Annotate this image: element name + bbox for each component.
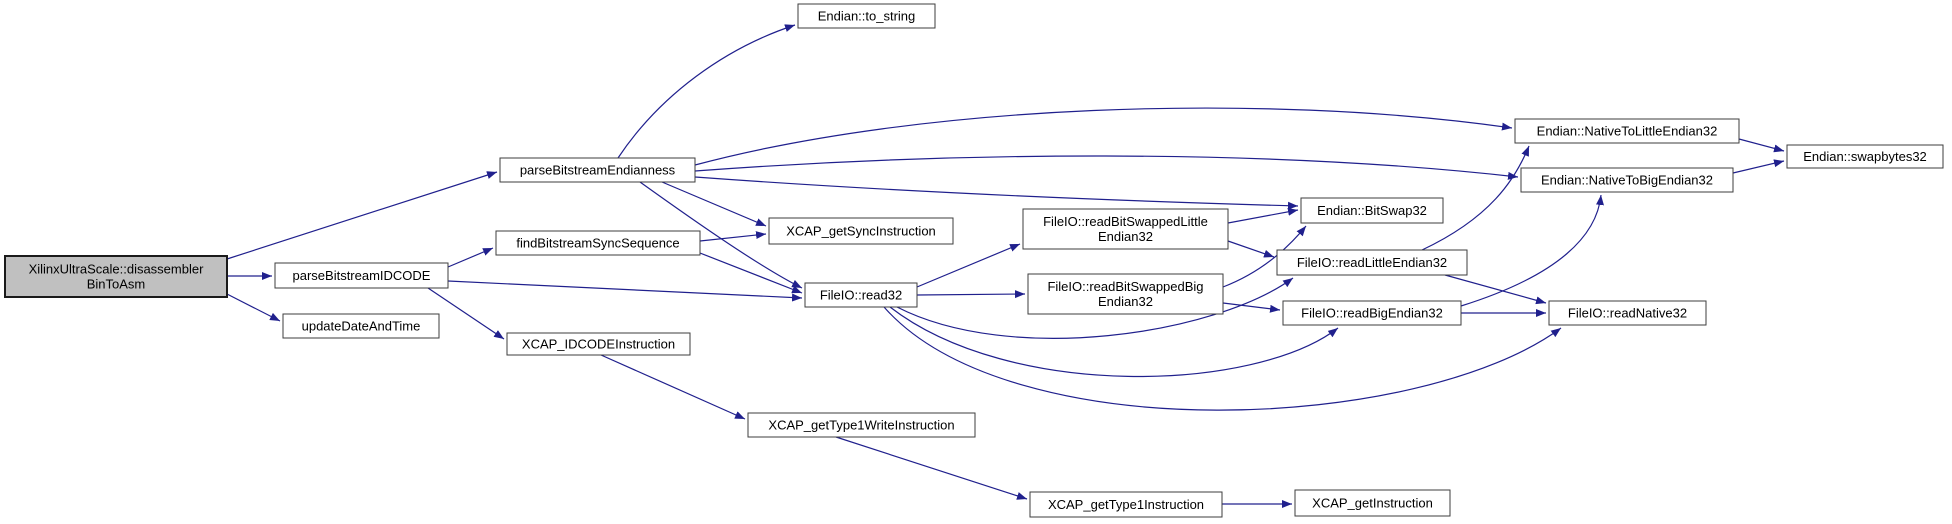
edge-findBitstreamSyncSequence-to-FileIORead32 (699, 252, 803, 294)
edge-NativeToLittleEndian32-to-EndianSwapbytes32 (1738, 138, 1785, 153)
node-parseBitstreamIDCODE[interactable]: parseBitstreamIDCODE (274, 262, 449, 289)
edge-readBitSwappedLittleEndian32-to-EndianBitSwap32 (1227, 207, 1299, 224)
node-box-readBitSwappedBigEndian32[interactable] (1027, 273, 1224, 315)
node-box-XCAPGetType1Instruction[interactable] (1029, 491, 1223, 518)
edge-parseBitstreamEndianness-to-EndianBitSwap32 (694, 176, 1299, 210)
node-parseBitstreamEndianness[interactable]: parseBitstreamEndianness (499, 157, 696, 183)
node-findBitstreamSyncSequence[interactable]: findBitstreamSyncSequence (495, 230, 701, 256)
node-box-readBigEndian32[interactable] (1282, 300, 1462, 326)
edge-FileIORead32-to-readBigEndian32 (889, 306, 1339, 378)
edge-readLittleEndian32-to-NativeToLittleEndian32 (1421, 145, 1530, 251)
node-box-NativeToBigEndian32[interactable] (1520, 167, 1734, 193)
node-EndianToString[interactable]: Endian::to_string (797, 3, 936, 29)
edge-parseBitstreamEndianness-to-EndianToString (617, 24, 796, 159)
edge-parseBitstreamIDCODE-to-findBitstreamSyncSequence (447, 247, 494, 268)
edge-readBitSwappedLittleEndian32-to-readLittleEndian32 (1227, 240, 1275, 258)
node-updateDateAndTime[interactable]: updateDateAndTime (282, 313, 440, 339)
node-box-EndianSwapbytes32[interactable] (1786, 144, 1944, 169)
node-FileIORead32[interactable]: FileIO::read32 (804, 282, 918, 308)
edge-parseBitstreamEndianness-to-NativeToLittleEndian32 (694, 107, 1513, 166)
node-box-FileIORead32[interactable] (804, 282, 918, 308)
node-box-disassemblerBinToAsm[interactable] (4, 255, 228, 298)
edge-readBitSwappedBigEndian32-to-readBigEndian32 (1222, 302, 1281, 313)
node-box-readBitSwappedLittleEndian32[interactable] (1022, 208, 1229, 250)
node-XCAPGetType1Instruction[interactable]: XCAP_getType1Instruction (1029, 491, 1223, 518)
edge-XCAPGetType1WriteInstruction-to-XCAPGetType1Instruction (835, 436, 1028, 500)
edge-FileIORead32-to-readBitSwappedLittleEndian32 (916, 243, 1021, 288)
node-box-parseBitstreamIDCODE[interactable] (274, 262, 449, 289)
node-box-parseBitstreamEndianness[interactable] (499, 157, 696, 183)
node-readLittleEndian32[interactable]: FileIO::readLittleEndian32 (1276, 249, 1468, 276)
node-box-updateDateAndTime[interactable] (282, 313, 440, 339)
node-box-findBitstreamSyncSequence[interactable] (495, 230, 701, 256)
node-box-XCAPGetInstruction[interactable] (1294, 489, 1451, 517)
edge-findBitstreamSyncSequence-to-XCAPGetSyncInstruction (699, 231, 767, 242)
edge-parseBitstreamEndianness-to-NativeToBigEndian32 (694, 155, 1519, 180)
edge-FileIORead32-to-readLittleEndian32 (896, 277, 1294, 339)
node-box-XCAPIDCODEInstruction[interactable] (506, 332, 691, 356)
node-XCAPGetType1WriteInstruction[interactable]: XCAP_getType1WriteInstruction (747, 412, 976, 438)
edge-parseBitstreamEndianness-to-FileIORead32 (639, 181, 803, 289)
edge-readLittleEndian32-to-readNative32 (1444, 274, 1547, 305)
node-box-XCAPGetSyncInstruction[interactable] (768, 217, 954, 245)
edge-FileIORead32-to-readNative32 (883, 306, 1562, 411)
node-NativeToLittleEndian32[interactable]: Endian::NativeToLittleEndian32 (1514, 118, 1740, 144)
node-box-XCAPGetType1WriteInstruction[interactable] (747, 412, 976, 438)
edge-FileIORead32-to-readBitSwappedBigEndian32 (916, 290, 1026, 299)
edge-NativeToBigEndian32-to-EndianSwapbytes32 (1732, 159, 1785, 174)
node-box-NativeToLittleEndian32[interactable] (1514, 118, 1740, 144)
edge-parseBitstreamEndianness-to-XCAPGetSyncInstruction (661, 181, 767, 227)
node-box-readLittleEndian32[interactable] (1276, 249, 1468, 276)
edge-disassemblerBinToAsm-to-parseBitstreamEndianness (226, 171, 498, 260)
node-box-readNative32[interactable] (1548, 300, 1707, 326)
node-readBigEndian32[interactable]: FileIO::readBigEndian32 (1282, 300, 1462, 326)
node-readNative32[interactable]: FileIO::readNative32 (1548, 300, 1707, 326)
node-EndianSwapbytes32[interactable]: Endian::swapbytes32 (1786, 144, 1944, 169)
edge-parseBitstreamIDCODE-to-XCAPIDCODEInstruction (427, 287, 505, 340)
edge-readBigEndian32-to-NativeToBigEndian32 (1460, 194, 1604, 307)
node-box-EndianToString[interactable] (797, 3, 936, 29)
edge-disassemblerBinToAsm-to-updateDateAndTime (226, 293, 281, 322)
node-XCAPIDCODEInstruction[interactable]: XCAP_IDCODEInstruction (506, 332, 691, 356)
node-box-EndianBitSwap32[interactable] (1300, 197, 1444, 224)
edge-parseBitstreamIDCODE-to-FileIORead32 (447, 280, 803, 302)
node-XCAPGetSyncInstruction[interactable]: XCAP_getSyncInstruction (768, 217, 954, 245)
node-EndianBitSwap32[interactable]: Endian::BitSwap32 (1300, 197, 1444, 224)
node-XCAPGetInstruction[interactable]: XCAP_getInstruction (1294, 489, 1451, 517)
edge-readBitSwappedBigEndian32-to-EndianBitSwap32 (1222, 225, 1307, 288)
edge-XCAPIDCODEInstruction-to-XCAPGetType1WriteInstruction (600, 354, 746, 420)
node-NativeToBigEndian32[interactable]: Endian::NativeToBigEndian32 (1520, 167, 1734, 193)
